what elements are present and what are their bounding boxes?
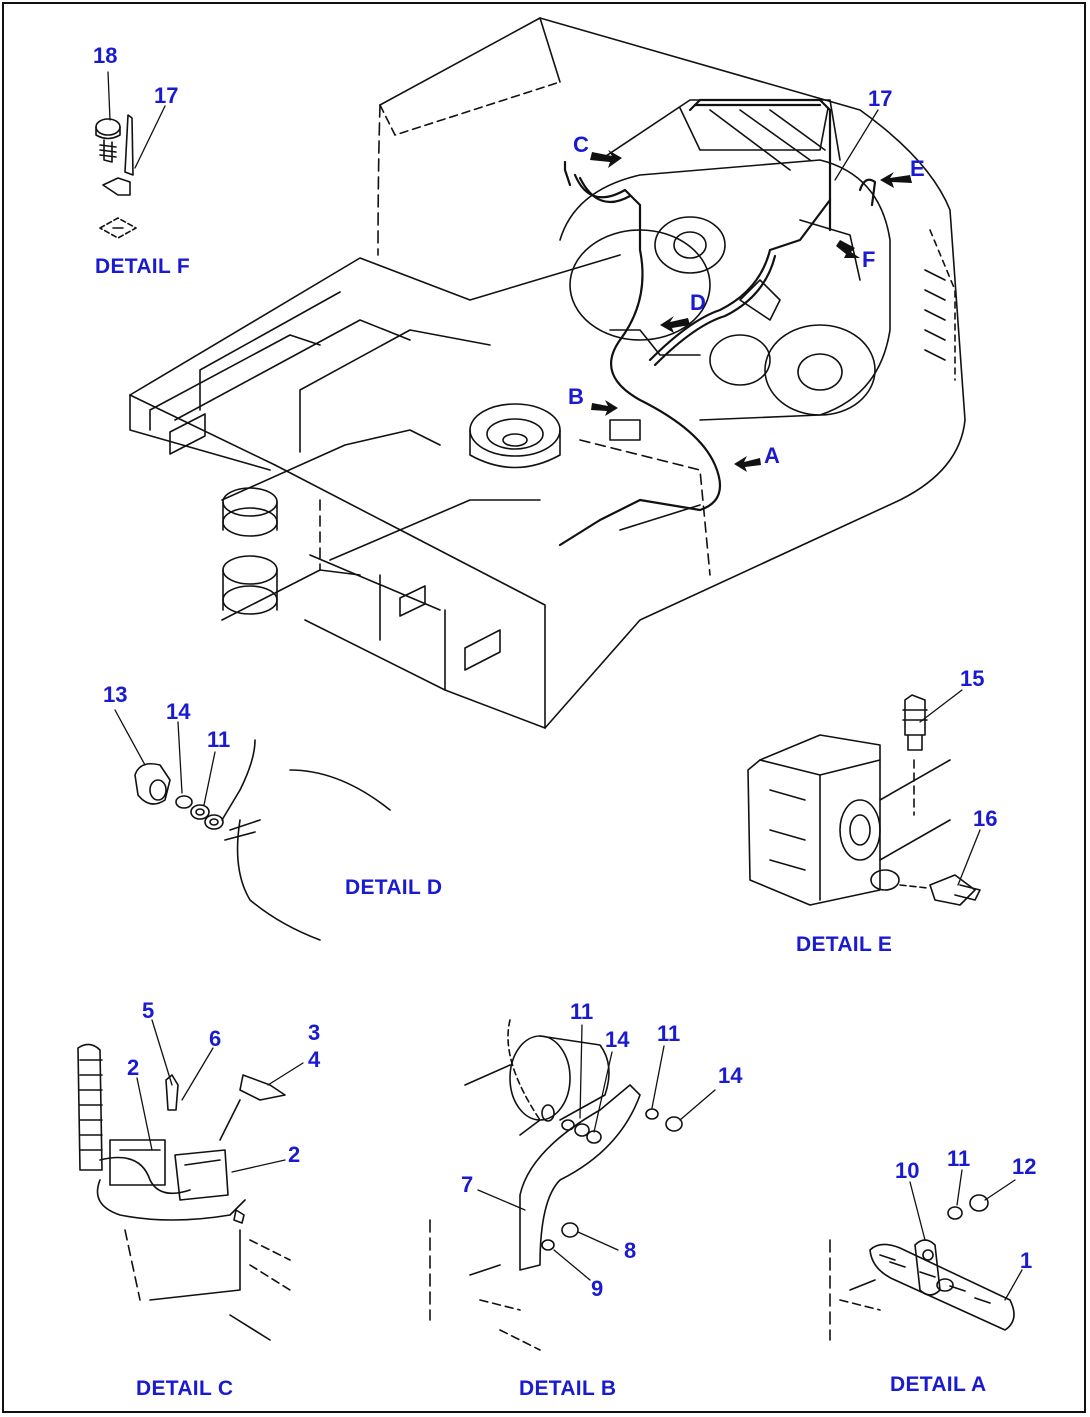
callout-b-7: 7 <box>461 1172 474 1197</box>
detail-b-art <box>429 1019 683 1351</box>
callout-d-11: 11 <box>207 727 231 752</box>
callout-b-8: 8 <box>624 1238 637 1263</box>
callout-b-14b: 14 <box>718 1063 743 1088</box>
callout-d-13: 13 <box>103 682 128 707</box>
detail-c-art <box>77 1043 291 1341</box>
callout-e-16: 16 <box>973 806 998 831</box>
detail-d-title: DETAIL D <box>345 876 443 899</box>
callout-b-11b: 11 <box>657 1021 681 1046</box>
detail-d-art <box>134 739 391 941</box>
swing-bracket-outline <box>221 429 541 621</box>
view-arrow-e: E <box>910 156 925 181</box>
callout-e-15: 15 <box>960 666 985 691</box>
view-arrow-d: D <box>690 290 706 315</box>
leader-lines <box>107 71 1023 1301</box>
view-arrow-glyphs <box>590 150 912 472</box>
callout-f-18: 18 <box>93 43 118 68</box>
callout-c-3: 3 <box>308 1020 321 1045</box>
callout-c-2a: 2 <box>127 1055 140 1080</box>
callout-c-4: 4 <box>308 1047 321 1072</box>
callout-b-11a: 11 <box>570 999 594 1024</box>
callout-c-5: 5 <box>142 998 155 1023</box>
detail-f-title: DETAIL F <box>95 255 190 278</box>
callout-b-14a: 14 <box>605 1027 630 1052</box>
view-arrow-f: F <box>862 247 876 272</box>
detail-e-art <box>747 694 981 906</box>
detail-a-title: DETAIL A <box>890 1373 987 1396</box>
detail-f-art <box>95 114 137 239</box>
view-arrow-a: A <box>764 443 780 468</box>
callout-main-17: 17 <box>868 86 893 111</box>
revolving-frame-outline <box>129 254 621 729</box>
callout-a-12: 12 <box>1012 1154 1037 1179</box>
wiring-harness <box>558 98 877 547</box>
engine-hood-outline <box>377 17 966 729</box>
view-arrow-c: C <box>573 132 589 157</box>
callout-b-9: 9 <box>591 1276 604 1301</box>
detail-e-title: DETAIL E <box>796 933 893 956</box>
callout-c-6: 6 <box>209 1026 222 1051</box>
view-arrow-b: B <box>568 384 584 409</box>
detail-a-art <box>829 1194 1015 1341</box>
callout-a-10: 10 <box>895 1158 920 1183</box>
detail-b-title: DETAIL B <box>519 1377 617 1400</box>
callout-f-17: 17 <box>154 83 179 108</box>
callout-a-1: 1 <box>1020 1248 1033 1273</box>
callout-c-2b: 2 <box>288 1142 301 1167</box>
callout-d-14: 14 <box>166 699 191 724</box>
detail-c-title: DETAIL C <box>136 1377 234 1400</box>
callout-a-11: 11 <box>947 1146 971 1171</box>
swing-machinery-outline <box>469 403 711 576</box>
